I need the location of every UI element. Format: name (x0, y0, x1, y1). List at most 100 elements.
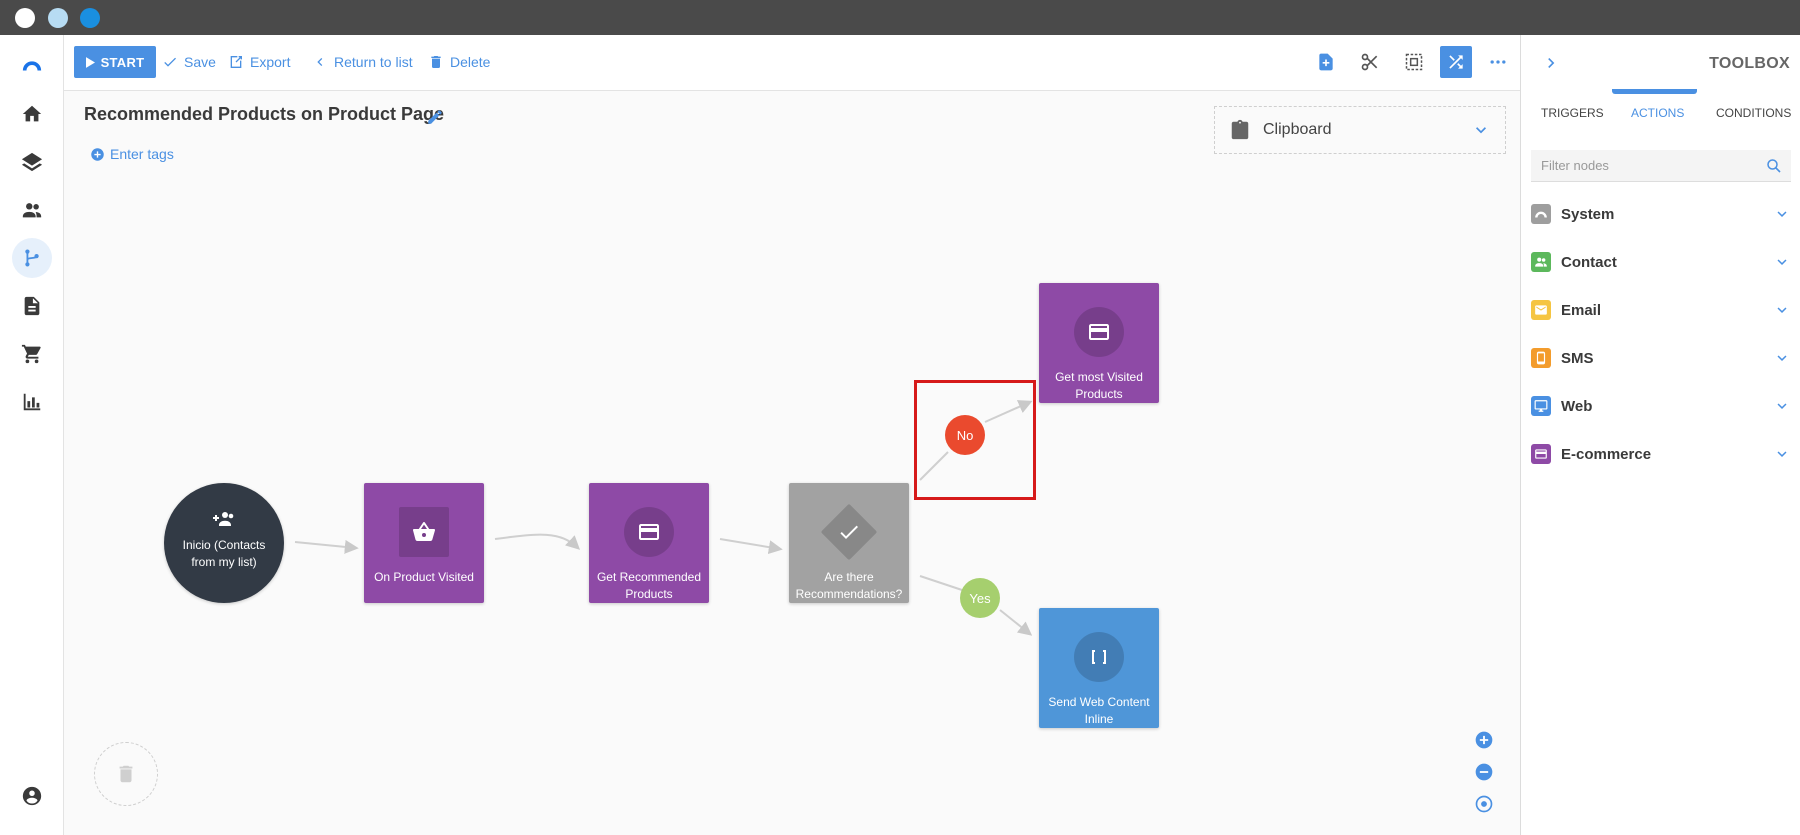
edit-title-icon[interactable] (426, 108, 444, 126)
account-icon (22, 786, 42, 806)
check-icon (164, 57, 176, 67)
logo-icon (22, 61, 42, 71)
sidebar-item-reports[interactable] (12, 382, 52, 422)
select-area-button[interactable] (1398, 46, 1430, 78)
bar-chart-icon (23, 393, 41, 411)
phone-icon (1531, 348, 1551, 368)
check-icon (840, 525, 858, 539)
sidebar-item-ecommerce[interactable] (12, 334, 52, 374)
trash-icon (119, 765, 133, 783)
play-icon (85, 56, 95, 68)
window-titlebar (0, 0, 1800, 35)
center-view-button[interactable] (1474, 794, 1494, 814)
chevron-down-icon (1777, 403, 1787, 409)
add-group-icon (213, 512, 234, 526)
window-maximize-button[interactable] (80, 8, 100, 28)
category-web[interactable]: Web (1531, 391, 1791, 421)
target-icon (1475, 795, 1493, 813)
chevron-down-icon (1777, 307, 1787, 313)
active-tab-indicator (1612, 89, 1697, 94)
zoom-in-button[interactable] (1474, 730, 1494, 750)
document-icon (24, 296, 40, 316)
flow-node-start[interactable]: Inicio (Contacts from my list) (164, 483, 284, 603)
brackets-icon (1092, 650, 1106, 664)
sidebar-item-home[interactable] (12, 94, 52, 134)
credit-card-icon (1089, 324, 1109, 340)
category-label: E-commerce (1561, 445, 1652, 463)
clipboard-dropdown[interactable]: Clipboard (1214, 106, 1506, 154)
home-icon (22, 105, 42, 122)
sidebar-item-account[interactable] (12, 776, 52, 816)
save-button[interactable]: Save (162, 46, 216, 78)
save-button-label: Save (184, 54, 216, 70)
category-ecommerce[interactable]: E-commerce (1531, 439, 1791, 469)
cart-icon (21, 344, 41, 364)
flow-node-product-visited[interactable]: On Product Visited (364, 483, 484, 603)
toolbox-panel: TOOLBOX TRIGGERS ACTIONS CONDITIONS Syst… (1520, 35, 1800, 835)
add-note-icon (1319, 53, 1333, 71)
toolbox-title: TOOLBOX (1709, 55, 1790, 72)
get-recommended-label: Get Recommended Products (596, 570, 702, 601)
tab-actions[interactable]: ACTIONS (1631, 106, 1685, 120)
category-label: Contact (1561, 253, 1617, 271)
card-icon-wrap (624, 507, 674, 557)
tab-conditions[interactable]: CONDITIONS (1716, 106, 1792, 120)
editor-toolbar: START Save Export Return to list Delete (64, 35, 1520, 91)
product-visited-label: On Product Visited (374, 570, 474, 584)
layers-icon (21, 152, 43, 172)
monitor-icon (1531, 396, 1551, 416)
sidebar-item-contacts[interactable] (12, 190, 52, 230)
return-button-label: Return to list (334, 54, 413, 70)
flow-node-condition[interactable]: Are there Recommendations? (789, 483, 909, 603)
email-icon (1531, 300, 1551, 320)
category-email[interactable]: Email (1531, 295, 1791, 325)
more-horizontal-icon (1490, 60, 1506, 64)
enter-tags-button[interactable]: Enter tags (90, 146, 174, 162)
tab-triggers[interactable]: TRIGGERS (1541, 106, 1604, 120)
shuffle-icon (1449, 55, 1463, 69)
sidebar-item-automation[interactable] (12, 238, 52, 278)
add-note-button[interactable] (1310, 46, 1342, 78)
select-area-icon (1405, 53, 1423, 71)
chevron-down-icon (1777, 451, 1787, 457)
export-button[interactable]: Export (228, 46, 290, 78)
export-button-label: Export (250, 54, 291, 70)
category-sms[interactable]: SMS (1531, 343, 1791, 373)
sidebar-item-documents[interactable] (12, 286, 52, 326)
window-close-button[interactable] (15, 8, 35, 28)
drop-to-delete-zone[interactable] (94, 742, 158, 806)
zoom-out-button[interactable] (1474, 762, 1494, 782)
zoom-out-icon (1475, 763, 1493, 781)
flow-node-most-visited[interactable]: Get most Visited Products (1039, 283, 1159, 403)
flow-node-get-recommended[interactable]: Get Recommended Products (589, 483, 709, 603)
category-system[interactable]: System (1531, 199, 1791, 229)
category-label: System (1561, 205, 1615, 223)
basket-icon-wrap (399, 507, 449, 557)
auto-layout-button[interactable] (1440, 46, 1472, 78)
chevron-down-icon (1777, 259, 1787, 265)
cut-button[interactable] (1354, 46, 1386, 78)
delete-button[interactable]: Delete (428, 46, 490, 78)
condition-label: Are there Recommendations? (795, 570, 903, 601)
category-contact[interactable]: Contact (1531, 247, 1791, 277)
collapse-toolbox-icon[interactable] (1541, 53, 1561, 73)
search-icon (1767, 159, 1781, 173)
sidebar-item-layers[interactable] (12, 142, 52, 182)
more-options-button[interactable] (1482, 46, 1514, 78)
return-to-list-button[interactable]: Return to list (312, 46, 413, 78)
branch-no-badge[interactable]: No (945, 415, 985, 455)
category-label: Web (1561, 397, 1593, 415)
add-circle-icon (91, 147, 104, 161)
card-icon-wrap (1074, 307, 1124, 357)
start-button[interactable]: START (74, 46, 156, 78)
basket-icon (413, 522, 435, 541)
people-icon (22, 203, 42, 218)
flow-node-web-content[interactable]: Send Web Content Inline (1039, 608, 1159, 728)
system-icon (1531, 204, 1551, 224)
branch-yes-badge[interactable]: Yes (960, 578, 1000, 618)
chevron-down-icon (1476, 127, 1486, 134)
window-minimize-button[interactable] (48, 8, 68, 28)
app-logo[interactable] (12, 45, 52, 85)
category-label: Email (1561, 301, 1602, 319)
filter-nodes-input[interactable] (1531, 150, 1791, 182)
